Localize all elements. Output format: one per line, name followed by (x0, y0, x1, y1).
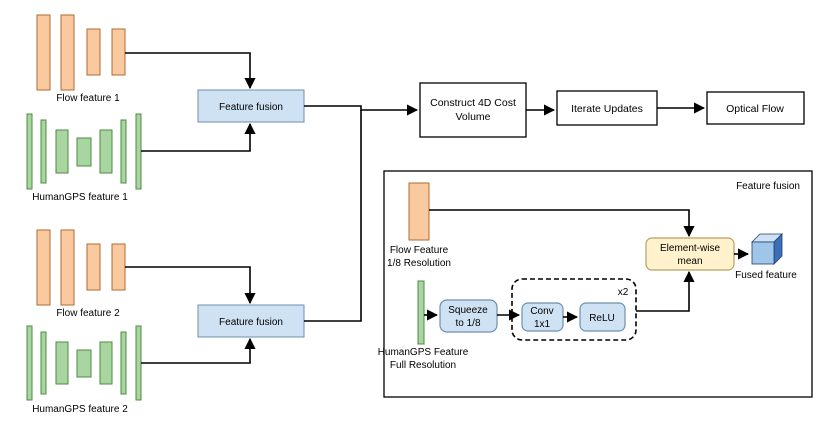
inset-flow-to-mean-arrow (429, 209, 695, 238)
gps-bar (40, 331, 47, 395)
inset-flow-label-line2: 1/8 Resolution (387, 258, 451, 269)
gps-bar (99, 341, 113, 385)
conv-label-line2: 1x1 (534, 319, 551, 330)
gps-bar (120, 331, 127, 395)
mean-label-line1: Element-wise (660, 243, 720, 254)
gps-bar (55, 129, 69, 174)
cost-volume-label-line2: Volume (455, 111, 490, 123)
flow-bar (36, 14, 51, 91)
gps-feature-1-bars (26, 113, 142, 190)
inset-gps-label-line2: Full Resolution (390, 360, 456, 371)
gps-bar (55, 341, 69, 385)
cost-volume-label-line1: Construct 4D Cost (430, 97, 516, 109)
gps-bar (135, 113, 142, 190)
gps-2-to-fusion-arrow (141, 337, 256, 364)
feature-fusion-inset (383, 170, 813, 398)
flow-feature-1-label: Flow feature 1 (56, 93, 120, 104)
relu-box (579, 302, 626, 332)
gps-1-to-fusion-arrow (141, 122, 256, 152)
flow-bar (86, 243, 101, 291)
fusion-2-to-cost-volume-line (304, 110, 362, 322)
gps-feature-2-label: HumanGPS feature 2 (32, 404, 128, 415)
conv-label-line1: Conv (530, 306, 553, 317)
mean-label-line2: mean (677, 256, 702, 267)
flow-feature-2-bars (36, 229, 126, 306)
flow-bar (111, 243, 126, 291)
feature-fusion-box-2 (197, 304, 305, 338)
gps-bar (99, 129, 113, 174)
flow-bar (36, 229, 51, 306)
relu-to-mean-arrow (636, 270, 695, 312)
feature-fusion-1-label: Feature fusion (219, 102, 283, 113)
squeeze-box (439, 299, 498, 333)
gps-bar (26, 113, 33, 190)
repeat-count: x2 (618, 287, 629, 298)
inset-gps-feature-bar (417, 280, 425, 345)
flow-feature-2-label: Flow feature 2 (56, 308, 120, 319)
optical-flow-box (706, 91, 805, 125)
inset-flow-feature-bar (408, 182, 430, 241)
fused-feature-cube-icon (751, 233, 783, 265)
inset-gps-label-line1: HumanGPS Feature (378, 347, 469, 358)
gps-bar (40, 119, 47, 184)
relu-label: ReLU (589, 313, 615, 324)
flow-bar (111, 28, 126, 76)
gps-bar (26, 325, 33, 401)
feature-fusion-2-label: Feature fusion (219, 317, 283, 328)
flow-bar (60, 14, 75, 91)
flow-feature-1-bars (36, 14, 126, 91)
gps-bar (135, 325, 142, 401)
cost-volume-box (419, 82, 527, 138)
gps-bar (120, 119, 127, 184)
iterate-updates-label: Iterate Updates (571, 103, 643, 115)
squeeze-label-line1: Squeeze (448, 305, 488, 316)
flow-bar (86, 28, 101, 76)
fused-feature-label: Fused feature (735, 270, 797, 281)
gps-feature-1-label: HumanGPS feature 1 (32, 192, 128, 203)
iterate-updates-box (556, 90, 658, 126)
fusion-1-to-cost-volume-arrow (304, 104, 419, 116)
flow-bar (60, 229, 75, 306)
flow-1-to-fusion-arrow (125, 52, 256, 90)
inset-flow-label-line1: Flow Feature (390, 245, 449, 256)
squeeze-label-line2: to 1/8 (455, 318, 480, 329)
inset-title: Feature fusion (736, 181, 800, 192)
flow-2-to-fusion-arrow (125, 266, 256, 305)
optical-flow-label: Optical Flow (726, 103, 784, 115)
feature-fusion-box-1 (197, 89, 305, 123)
gps-bar (76, 349, 92, 378)
gps-bar (76, 137, 92, 167)
gps-feature-2-bars (26, 325, 142, 401)
